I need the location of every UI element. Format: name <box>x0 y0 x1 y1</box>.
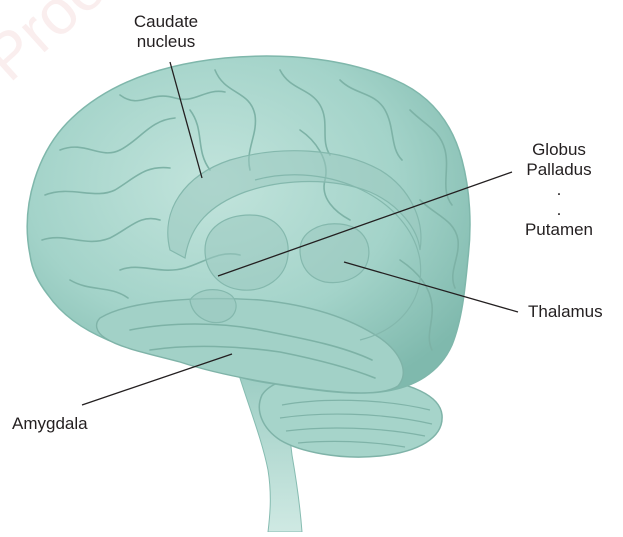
putamen-shape <box>205 215 288 290</box>
amygdala-leader <box>82 354 232 405</box>
amygdala-label: Amygdala <box>12 414 88 434</box>
globus-palladus-putamen-label: Globus Palladus . . Putamen <box>510 140 608 240</box>
thalamus-label: Thalamus <box>528 302 603 322</box>
thalamus-shape <box>300 224 369 283</box>
caudate-nucleus-label: Caudate nucleus <box>120 12 212 52</box>
